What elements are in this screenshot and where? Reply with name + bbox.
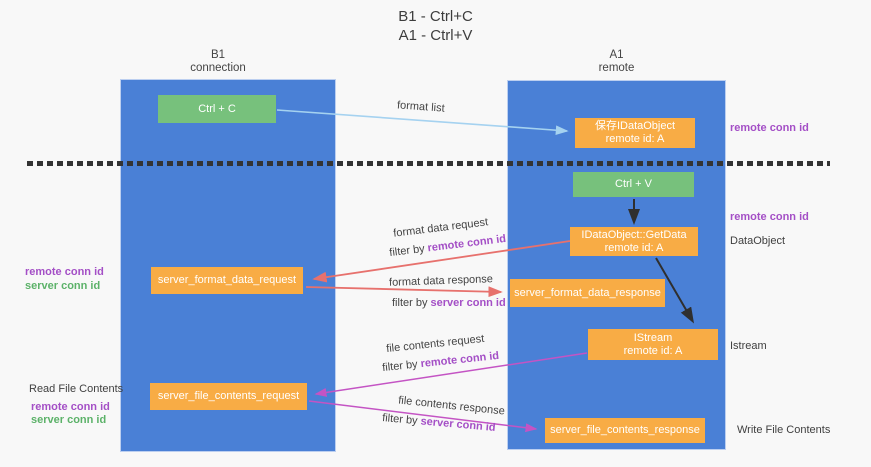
label-server-conn-id-left-2: server conn id (31, 414, 107, 426)
box-save-idataobject: 保存IDataObject remote id: A (575, 118, 695, 148)
lane-a1-name: A1 (609, 49, 624, 61)
box-fmt-req-label: server_format_data_request (157, 274, 297, 286)
box-server-file-contents-request: server_file_contents_request (150, 383, 307, 410)
lane-b1-role: connection (190, 62, 246, 74)
lane-b1-name: B1 (210, 49, 226, 61)
label-format-list: format list (396, 99, 446, 115)
label-remote-conn-id-left-1: remote conn id (25, 266, 104, 278)
box-idataobject-getdata: IDataObject::GetData remote id: A (570, 227, 698, 256)
box-ctrl-v: Ctrl + V (573, 172, 694, 197)
box-istream: IStream remote id: A (588, 329, 718, 360)
box-server-file-contents-response: server_file_contents_response (545, 418, 705, 443)
label-istream: Istream (730, 340, 767, 352)
filter-prefix-1: filter by (388, 242, 429, 260)
box-file-req-label: server_file_contents_request (157, 390, 300, 402)
lane-a1-role: remote (598, 62, 635, 74)
label-dataobject: DataObject (730, 235, 786, 247)
filter-id-4: server conn id (420, 415, 497, 434)
label-write-file-contents: Write File Contents (737, 424, 831, 436)
box-save-line1: 保存IDataObject (594, 120, 676, 132)
box-server-format-data-request: server_format_data_request (151, 267, 303, 294)
box-getdata-line2: remote id: A (604, 241, 664, 254)
label-filter-by-server-conn-id-1: filter by server conn id (392, 297, 506, 309)
filter-prefix-4: filter by (381, 412, 422, 428)
label-read-file-contents: Read File Contents (29, 383, 124, 395)
label-filter-by-server-conn-id-2: filter by server conn id (382, 412, 496, 434)
box-istream-line1: IStream (633, 331, 673, 344)
filter-id-2: server conn id (430, 297, 506, 309)
box-ctrl-c-label: Ctrl + C (198, 102, 236, 115)
filter-prefix-2: filter by (392, 297, 431, 309)
label-remote-conn-id-left-2: remote conn id (31, 401, 110, 413)
box-save-line2: remote id: A (605, 133, 665, 145)
box-server-format-data-response: server_format_data_response (510, 279, 665, 307)
title-line-2: A1 - Ctrl+V (398, 27, 473, 44)
filter-id-3: remote conn id (419, 349, 500, 371)
filter-prefix-3: filter by (381, 358, 422, 375)
title-line-1: B1 - Ctrl+C (398, 8, 473, 25)
box-ctrl-c: Ctrl + C (158, 95, 276, 123)
label-format-data-response: format data response (388, 273, 494, 289)
lane-header-a1: A1 remote (507, 49, 726, 75)
lane-header-b1: B1 connection (110, 49, 326, 75)
box-ctrl-v-label: Ctrl + V (615, 178, 652, 190)
box-file-resp-label: server_file_contents_response (550, 424, 700, 436)
box-fmt-resp-label: server_format_data_response (514, 286, 661, 299)
label-file-contents-request: file contents request (385, 332, 485, 356)
label-remote-conn-id-top-right: remote conn id (730, 122, 809, 134)
box-istream-line2: remote id: A (623, 344, 683, 357)
label-remote-conn-id-mid-right: remote conn id (730, 211, 809, 223)
box-getdata-line1: IDataObject::GetData (581, 228, 687, 241)
diagram-title: B1 - Ctrl+C A1 - Ctrl+V (0, 7, 871, 45)
filter-id-1: remote conn id (426, 232, 507, 255)
label-server-conn-id-left-1: server conn id (25, 280, 101, 292)
session-separator-dashed-line (27, 161, 830, 166)
